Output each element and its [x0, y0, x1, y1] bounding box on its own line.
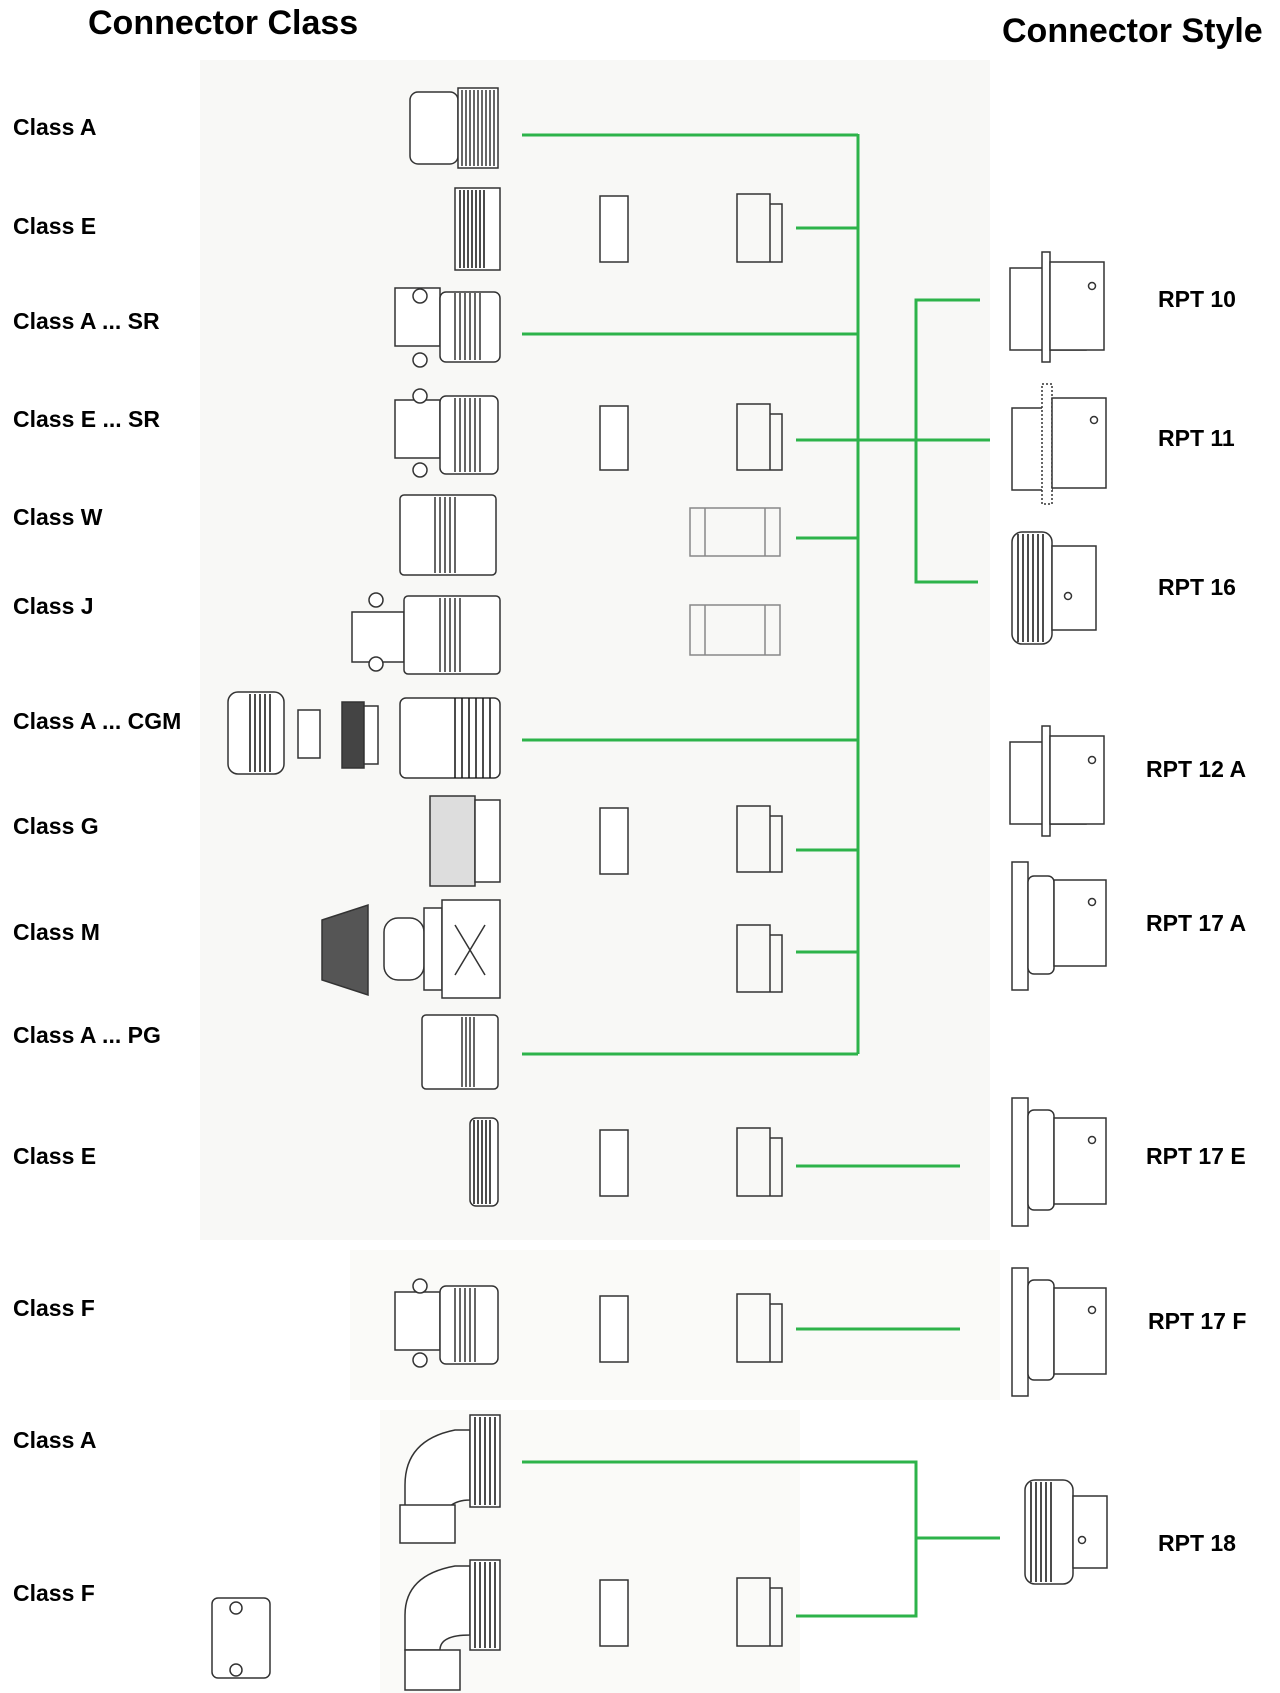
rpt-10-connector-drawing: [1009, 251, 1105, 363]
class-label-a-sr: Class A ... SR: [13, 308, 160, 334]
image-panel-top: [200, 60, 990, 1240]
style-label-rpt-17e: RPT 17 E: [1146, 1143, 1246, 1169]
class-label-m: Class M: [13, 919, 100, 945]
class-a-backshell-drawing: [409, 87, 499, 169]
style-label-rpt-12a: RPT 12 A: [1146, 756, 1247, 782]
connector-style-header: Connector Style: [1002, 12, 1263, 50]
rpt-17a-connector-drawing: [1011, 861, 1107, 991]
style-label-rpt-11: RPT 11: [1158, 425, 1235, 451]
bracket-line-rpt-18: [522, 1460, 1000, 1618]
rpt-18-connector-drawing: [1024, 1479, 1108, 1585]
style-label-rpt-18: RPT 18: [1158, 1530, 1236, 1556]
class-label-a-cgm: Class A ... CGM: [13, 708, 182, 734]
rpt-16-connector-drawing: [1011, 531, 1097, 645]
class-label-a-pg: Class A ... PG: [13, 1022, 161, 1048]
class-label-e-sr: Class E ... SR: [13, 406, 161, 432]
class-m-drawing: [321, 899, 783, 999]
class-a-sr-drawing: [394, 287, 501, 368]
class-e-backshell-drawing: [454, 187, 783, 271]
class-label-a-lower: Class A: [13, 1427, 97, 1453]
style-label-rpt-17f: RPT 17 F: [1148, 1308, 1247, 1334]
class-label-f-lower: Class F: [13, 1580, 95, 1606]
class-label-e-lower: Class E: [13, 1143, 97, 1169]
rpt-17e-connector-drawing: [1011, 1097, 1107, 1227]
class-j-drawing: [351, 592, 781, 675]
class-a-cgm-drawing: [227, 691, 501, 779]
style-label-rpt-16: RPT 16: [1158, 574, 1236, 600]
rpt-17f-connector-drawing: [1011, 1267, 1107, 1397]
style-label-rpt-17a: RPT 17 A: [1146, 910, 1247, 936]
style-bus-rpt-10-11-16: [914, 298, 980, 584]
class-label-g: Class G: [13, 813, 99, 839]
class-label-j: Class J: [13, 593, 94, 619]
class-label-e: Class E: [13, 213, 97, 239]
class-label-a: Class A: [13, 114, 97, 140]
class-a-pg-drawing: [421, 1014, 499, 1090]
class-f-elbow-drawing: [211, 1559, 783, 1691]
class-label-f: Class F: [13, 1295, 95, 1321]
class-a-elbow-drawing: [399, 1414, 501, 1544]
rpt-11-connector-drawing: [1011, 383, 1107, 505]
rpt-12a-connector-drawing: [1009, 725, 1105, 837]
connector-class-header: Connector Class: [88, 4, 359, 42]
class-g-drawing: [429, 795, 783, 887]
class-f-drawing: [394, 1278, 783, 1368]
class-e-lower-drawing: [469, 1117, 783, 1207]
style-label-rpt-10: RPT 10: [1158, 286, 1236, 312]
class-w-drawing: [399, 494, 781, 576]
class-e-sr-drawing: [394, 388, 783, 478]
class-label-w: Class W: [13, 504, 103, 530]
